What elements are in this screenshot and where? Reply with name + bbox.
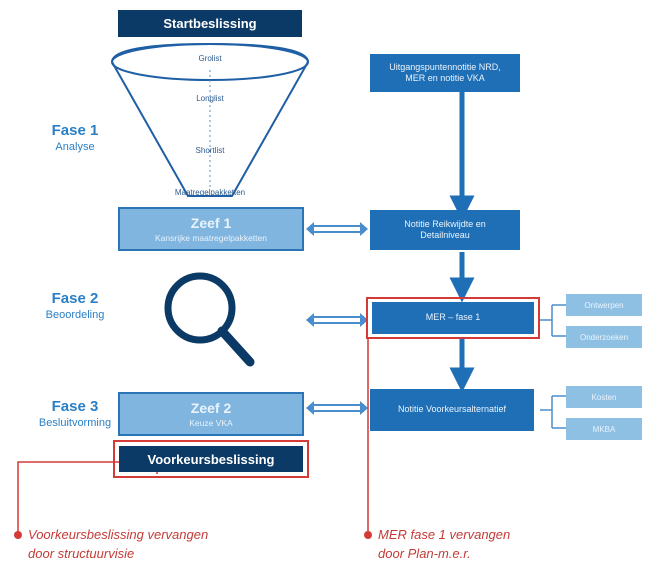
side-box-kosten: Kosten <box>566 386 642 408</box>
funnel-label-shortlist: Shortlist <box>195 146 225 155</box>
note-right-line-1: MER fase 1 vervangen <box>378 527 511 542</box>
fase-1-title: Fase 1 <box>51 122 99 139</box>
fase-3-label: Fase 3 Besluitvorming <box>10 398 140 429</box>
note-left-line-1: Voorkeursbeslissing vervangen <box>28 527 209 542</box>
fase-2-subtitle: Beoordeling <box>45 309 105 321</box>
double-arrow-2 <box>306 313 368 327</box>
fase-1-subtitle: Analyse <box>55 141 95 153</box>
zeef-1-title: Zeef 1 <box>190 215 232 231</box>
zeef-1-subtitle: Kansrijke maatregelpakketten <box>155 233 267 243</box>
note-left: Voorkeursbeslissing vervangen door struc… <box>28 526 328 564</box>
note-right-line-2: door Plan-m.e.r. <box>378 545 471 561</box>
side-box-mkba: MKBA <box>566 418 642 440</box>
fase-3-subtitle: Besluitvorming <box>38 417 112 429</box>
preferred-alternative-box: Notitie Voorkeursalternatief <box>370 389 534 431</box>
fase-1-label: Fase 1 Analyse <box>10 122 140 153</box>
zeef-2-box: Zeef 2 Keuze VKA <box>118 392 304 436</box>
note-left-line-2: door structuurvisie <box>28 545 135 561</box>
double-arrow-3 <box>306 401 368 415</box>
side-box-onderzoeken: Onderzoeken <box>566 326 642 348</box>
mer-phase-1-box: MER – fase 1 <box>372 302 534 334</box>
preference-decision-box: Voorkeursbeslissing <box>119 446 303 472</box>
fase-2-title: Fase 2 <box>51 290 99 307</box>
magnifier-icon <box>164 272 255 367</box>
nrd-notice-box: Uitgangspuntennotitie NRD, MER en notiti… <box>370 54 520 92</box>
zeef-1-box: Zeef 1 Kansrijke maatregelpakketten <box>118 207 304 251</box>
fase-3-title: Fase 3 <box>51 398 99 415</box>
scope-notice-box: Notitie Reikwijdte en Detailniveau <box>370 210 520 250</box>
double-arrow-1 <box>306 222 368 236</box>
note-right: MER fase 1 vervangen door Plan-m.e.r. <box>378 526 638 564</box>
side-box-ontwerpen: Ontwerpen <box>566 294 642 316</box>
zeef-2-title: Zeef 2 <box>190 400 232 416</box>
funnel-shape <box>110 42 310 197</box>
zeef-2-subtitle: Keuze VKA <box>189 418 233 428</box>
funnel-label-longlist: Longlist <box>196 94 224 103</box>
mer-highlight <box>366 297 540 339</box>
fase-2-label: Fase 2 Beoordeling <box>10 290 140 321</box>
decision-highlight <box>113 440 309 478</box>
start-decision-box: Startbeslissing <box>118 10 302 37</box>
funnel-label-maatregelpakketten: Maatregelpakketten <box>174 188 246 197</box>
funnel-label-grolist: Grolist <box>198 54 222 63</box>
